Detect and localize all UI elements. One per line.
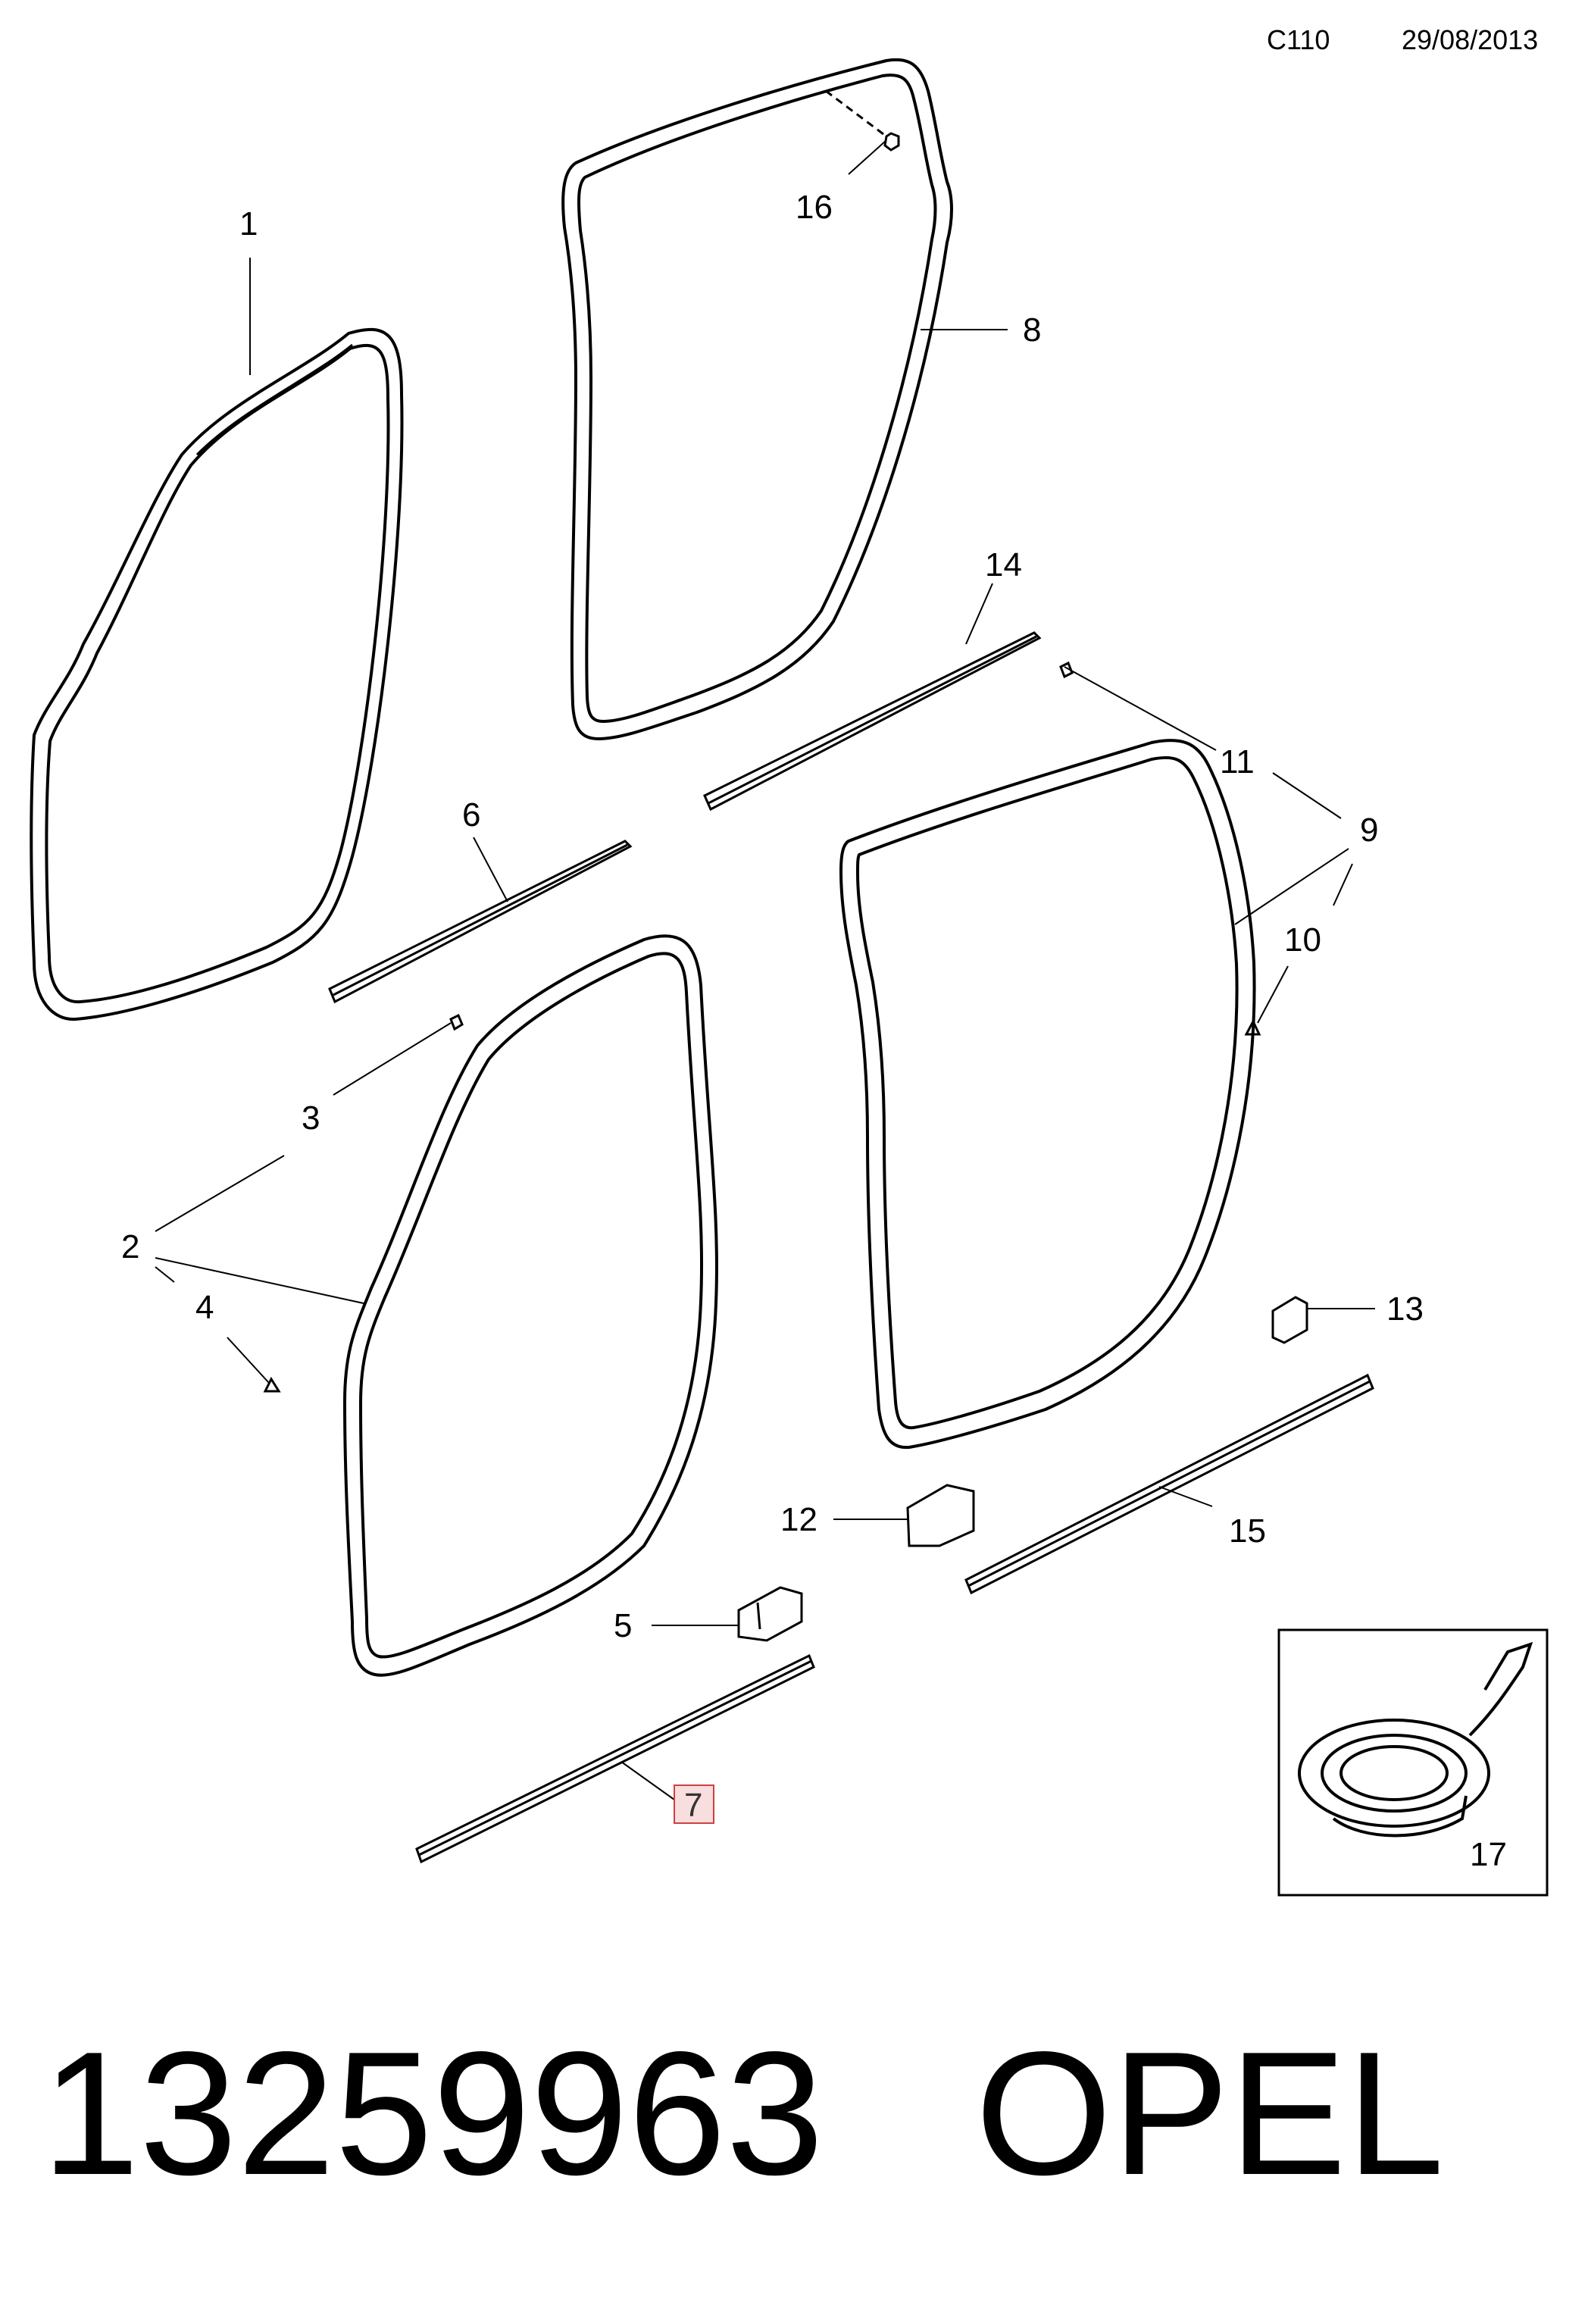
part-14-window-strip bbox=[703, 631, 1042, 812]
callout-16: 16 bbox=[796, 189, 833, 226]
callout-3: 3 bbox=[302, 1099, 320, 1137]
callout-5: 5 bbox=[614, 1607, 632, 1644]
footer-part-number-line: 13259963 OPEL bbox=[42, 2000, 1557, 2228]
callout-14: 14 bbox=[985, 546, 1022, 583]
callout-13: 13 bbox=[1386, 1290, 1424, 1328]
callout-11: 11 bbox=[1220, 743, 1255, 780]
leader-lines bbox=[155, 139, 1375, 1800]
part-8-rear-door-seal bbox=[561, 58, 953, 741]
part-4-clip bbox=[263, 1376, 281, 1393]
callout-6: 6 bbox=[462, 796, 480, 834]
callout-9: 9 bbox=[1360, 812, 1378, 849]
callout-10: 10 bbox=[1284, 921, 1321, 959]
callout-7-highlight[interactable]: 7 bbox=[674, 1784, 714, 1824]
callout-2: 2 bbox=[121, 1228, 139, 1265]
callout-4: 4 bbox=[195, 1289, 214, 1326]
brand-name: OPEL bbox=[975, 2016, 1445, 2212]
part-11-clip bbox=[1059, 661, 1074, 679]
part-3-clip bbox=[449, 1013, 464, 1031]
part-7-sill-strip bbox=[415, 1653, 815, 1864]
callout-15: 15 bbox=[1229, 1512, 1266, 1550]
callout-1: 1 bbox=[239, 205, 258, 242]
callout-17: 17 bbox=[1470, 1836, 1507, 1873]
part-16-clip bbox=[825, 89, 900, 152]
callout-12: 12 bbox=[780, 1501, 817, 1538]
part-6-window-strip bbox=[328, 840, 633, 1004]
diagram-code: C110 bbox=[1267, 24, 1330, 55]
part-10-clip bbox=[1244, 1018, 1261, 1036]
part-17-seal-roll-inset bbox=[1277, 1628, 1549, 1897]
part-number: 13259963 bbox=[42, 2016, 824, 2212]
part-9-rear-door-body-seal bbox=[839, 739, 1256, 1450]
callout-7: 7 bbox=[684, 1787, 702, 1824]
part-13-clip bbox=[1271, 1296, 1308, 1344]
part-12-bracket bbox=[906, 1484, 975, 1547]
callout-8: 8 bbox=[1023, 311, 1041, 349]
part-2-front-door-body-seal bbox=[342, 934, 718, 1677]
part-5-bracket bbox=[737, 1586, 803, 1642]
part-1-front-door-seal bbox=[30, 327, 404, 1021]
diagram-date: 29/08/2013 bbox=[1402, 24, 1538, 55]
part-15-sill-strip bbox=[964, 1373, 1374, 1595]
